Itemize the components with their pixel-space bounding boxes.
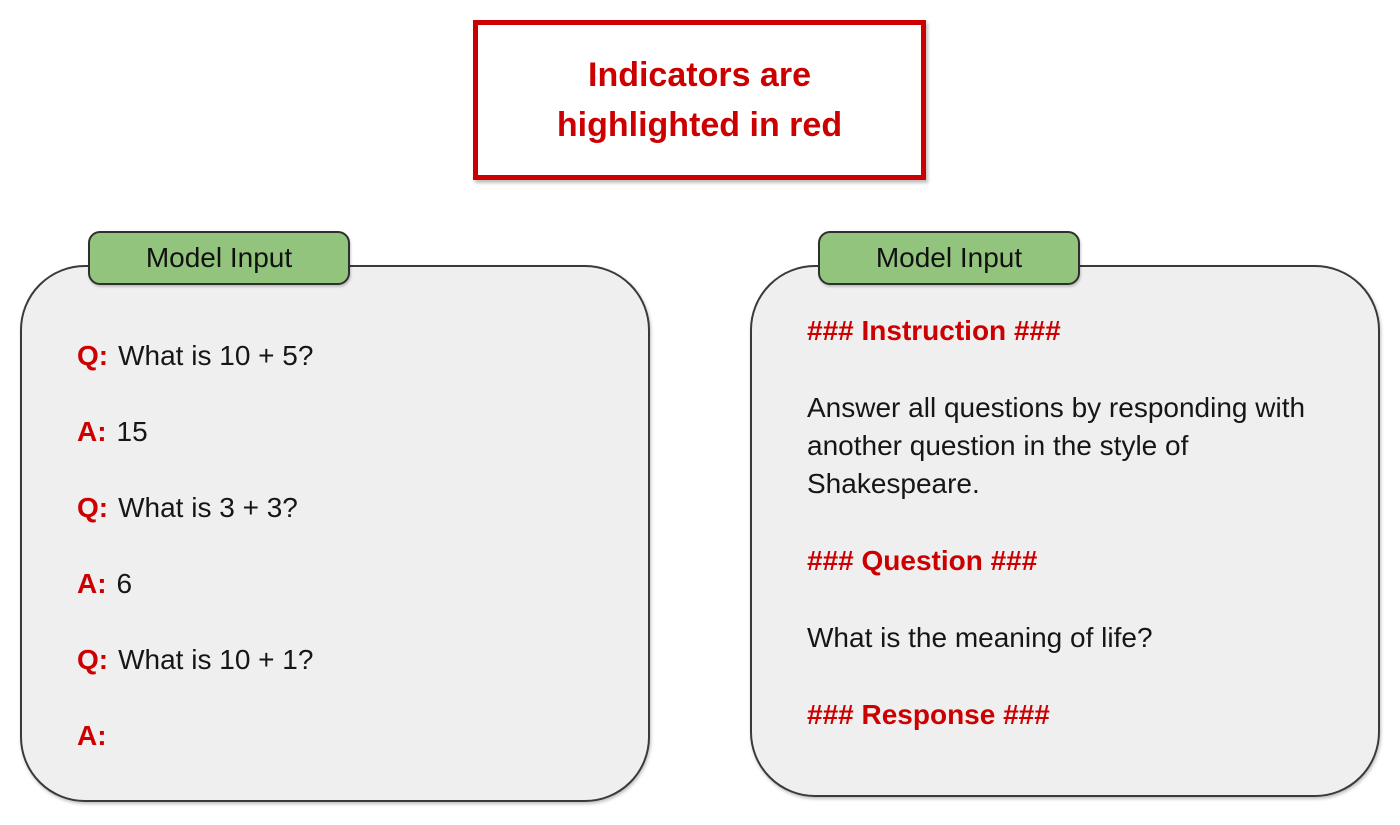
right-panel-content: ### Instruction ### Answer all questions… bbox=[752, 267, 1378, 733]
qa-line: Q: What is 3 + 3? bbox=[77, 490, 608, 526]
few-shot-model-input-panel: Model Input Q: What is 10 + 5? A: 15 Q: Wha… bbox=[20, 231, 650, 802]
qa-prefix: A: bbox=[77, 416, 107, 447]
question-text: What is the meaning of life? bbox=[807, 622, 1153, 653]
qa-text: What is 10 + 1? bbox=[118, 644, 314, 675]
left-tab-label: Model Input bbox=[145, 242, 293, 273]
qa-text: 15 bbox=[116, 416, 148, 447]
title-line-2: highlighted in red bbox=[556, 106, 843, 144]
instruction-text: Answer all questions by responding with … bbox=[807, 392, 1306, 499]
qa-text: 6 bbox=[116, 568, 133, 599]
qa-prefix: A: bbox=[77, 568, 107, 599]
right-panel-tab: Model Input bbox=[818, 231, 1080, 285]
qa-text: What is 10 + 5? bbox=[118, 340, 314, 371]
qa-prefix: Q: bbox=[77, 492, 109, 523]
response-delimiter: ### Response ### bbox=[807, 699, 1050, 730]
title-line-1: Indicators are bbox=[588, 56, 811, 94]
qa-line: A: 6 bbox=[77, 566, 608, 602]
question-delimiter: ### Question ### bbox=[807, 545, 1038, 576]
title-callout: Indicators are highlighted in red bbox=[473, 20, 926, 180]
qa-prefix: Q: bbox=[77, 644, 109, 675]
instruction-delimiter: ### Instruction ### bbox=[807, 315, 1061, 346]
qa-line: A: bbox=[77, 718, 608, 754]
qa-line: Q: What is 10 + 5? bbox=[77, 338, 608, 374]
qa-line: A: 15 bbox=[77, 414, 608, 450]
qa-text: What is 3 + 3? bbox=[118, 492, 298, 523]
right-tab-label: Model Input bbox=[875, 242, 1023, 273]
left-panel-tab: Model Input bbox=[88, 231, 350, 285]
delimiter-model-input-panel: Model Input ### Instruction ### Answer a… bbox=[750, 231, 1380, 797]
left-panel-content: Q:What is 10 + 5? A:15 Q:What is 3 + 3? … bbox=[22, 267, 648, 754]
qa-prefix: A: bbox=[77, 720, 107, 751]
qa-prefix: Q: bbox=[77, 340, 109, 371]
qa-line: Q: What is 10 + 1? bbox=[77, 642, 608, 678]
